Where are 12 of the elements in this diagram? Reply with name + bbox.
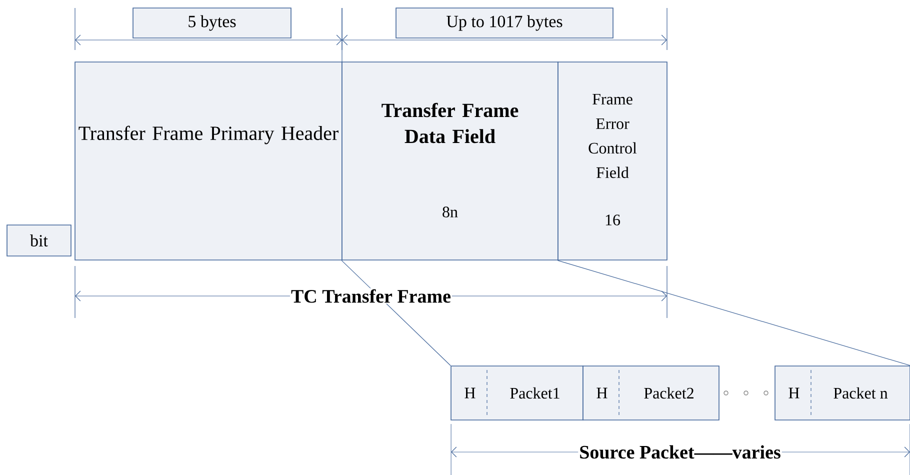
error-control-field-box: Frame Error Control Field 16 (558, 62, 668, 260)
packet-box: H Packet1 (450, 366, 584, 420)
packet-box: H Packet n (774, 366, 910, 420)
leader-line (557, 260, 910, 366)
size-label-box: Up to 1017 bytes (396, 8, 614, 38)
dimension-label: TC Transfer Frame (290, 288, 452, 304)
size-label-box: bit (6, 224, 72, 256)
packet-box: H Packet2 (582, 366, 720, 420)
size-label-box: 5 bytes (132, 8, 292, 38)
header-field-box: Transfer Frame Primary Header (74, 62, 342, 260)
data-field-box: Transfer Frame Data Field 8n (342, 62, 558, 260)
dimension-label: Source Packet——varies (578, 444, 782, 460)
